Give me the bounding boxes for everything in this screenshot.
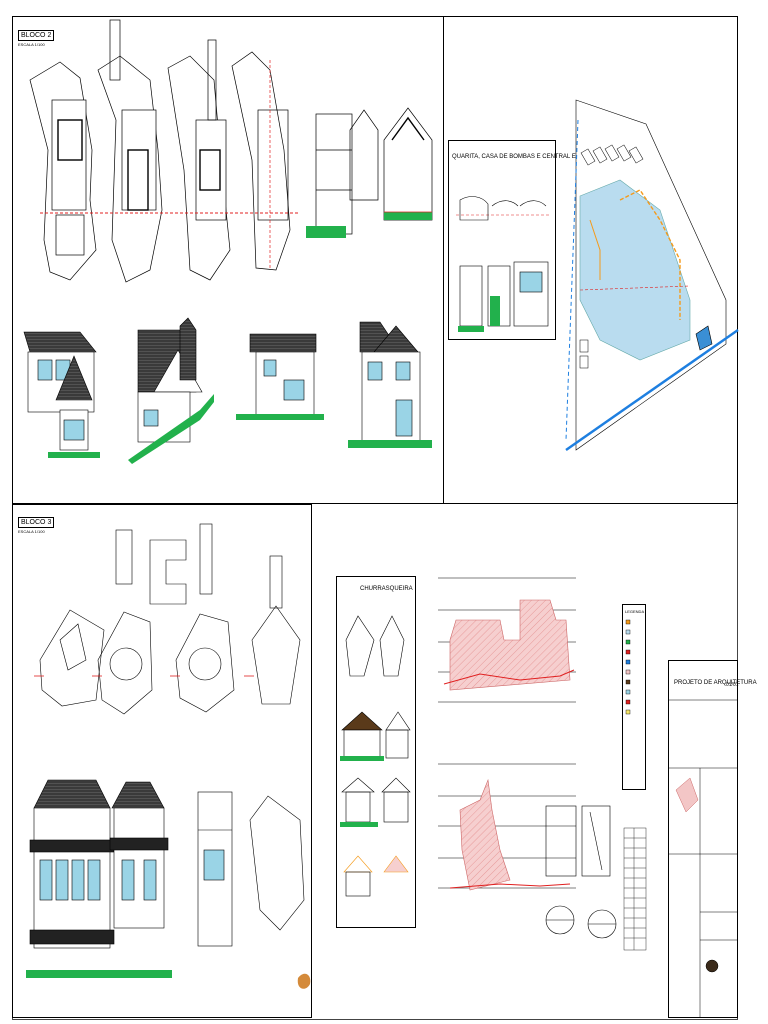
bloco2-subtitle: ESCALA 1/100 <box>18 42 45 47</box>
quarita-drawings <box>456 196 550 332</box>
legend-title: LEGENDA <box>625 609 645 614</box>
panel-title-block <box>668 660 738 1018</box>
site-plan <box>565 99 739 452</box>
bloco2-sections <box>306 107 433 238</box>
quarita-title: QUARITA, CASA DE BOMBAS E CENTRAL ELETRI… <box>452 154 602 160</box>
churrasqueira-drawings <box>340 615 411 897</box>
prancha-number: 01/01 <box>726 682 739 688</box>
quarita-box <box>448 140 556 340</box>
bloco3-plans <box>39 523 301 715</box>
terrain-profiles <box>438 577 576 891</box>
legend-box <box>622 604 646 790</box>
panel-bloco2 <box>12 16 444 504</box>
bloco3-subtitle: ESCALA 1/100 <box>18 529 45 534</box>
prancha-title: PROJETO DE ARQUITETURA <box>674 680 757 686</box>
legend-swatches <box>625 619 631 715</box>
bloco2-plans <box>29 19 291 283</box>
bloco3-elevations <box>26 779 305 978</box>
churrasqueira-box <box>336 576 416 928</box>
area-table <box>623 827 647 951</box>
reservoir-details <box>545 805 617 939</box>
bloco3-title: BLOCO 3 <box>18 517 55 528</box>
bloco2-title: BLOCO 2 <box>18 30 55 41</box>
panel-site <box>444 16 738 504</box>
bloco2-elevations <box>23 317 432 464</box>
panel-bloco3 <box>12 504 312 1018</box>
title-block-lines <box>297 699 738 1018</box>
churrasqueira-title: CHURRASQUEIRA <box>360 586 413 592</box>
